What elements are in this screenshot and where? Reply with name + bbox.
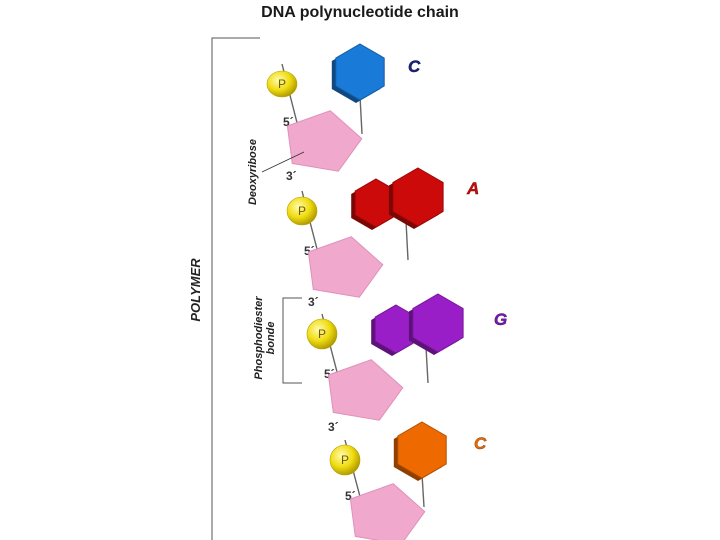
- phosphodiester-label-line2: bonde: [265, 322, 277, 355]
- base-letter: C: [474, 434, 487, 453]
- nucleotide-2: P 5´ 3´ A: [286, 167, 479, 309]
- deoxyribose-sugar: [349, 483, 426, 540]
- base-letter: C: [408, 57, 421, 76]
- prime-5-label: 5´: [283, 115, 294, 129]
- base-ring: [397, 421, 447, 479]
- base-letter: A: [466, 179, 479, 198]
- polynucleotide-chain: P 5´ 3´ C P 5´ 3´ A P 5´ 3´ G P 5´ C: [266, 43, 507, 540]
- phosphate-ball: [306, 318, 338, 350]
- deoxyribose-label: Deoxyribose: [247, 139, 259, 205]
- nucleotide-3: P 5´ 3´ G: [306, 293, 507, 434]
- prime-5-label: 5´: [345, 489, 356, 503]
- glycosidic-bond: [359, 95, 363, 135]
- prime-3-label: 3´: [308, 295, 319, 309]
- deoxyribose-sugar: [307, 236, 384, 298]
- deoxyribose-sugar: [327, 359, 404, 421]
- nucleotide-4: P 5´ C: [329, 421, 487, 540]
- diagram-title: DNA polynucleotide chain: [261, 4, 459, 21]
- base-letter: G: [494, 310, 507, 329]
- phosphodiester-bracket: [282, 297, 302, 384]
- phosphate-label: P: [318, 327, 326, 341]
- glycosidic-bond: [425, 346, 429, 384]
- polymer-bracket: [211, 37, 260, 540]
- phosphate-label: P: [341, 453, 349, 467]
- phosphate-ball: [286, 196, 318, 226]
- phosphate-ball: [266, 70, 298, 98]
- prime-3-label: 3´: [328, 420, 339, 434]
- polymer-label: POLYMER: [188, 258, 203, 322]
- prime-3-label: 3´: [286, 169, 297, 183]
- phosphate-label: P: [278, 77, 286, 91]
- glycosidic-bond: [405, 220, 409, 261]
- base-ring-large: [392, 167, 444, 227]
- base-ring-large: [412, 293, 464, 353]
- deoxyribose-sugar: [286, 110, 363, 172]
- phosphate-label: P: [298, 204, 306, 218]
- base-ring: [335, 43, 385, 101]
- nucleotide-1: P 5´ 3´ C: [266, 43, 421, 183]
- phosphodiester-label-line1: Phosphodiester: [253, 296, 265, 380]
- glycosidic-bond: [421, 473, 425, 508]
- deoxyribose-pointer: [261, 151, 305, 173]
- prime-5-label: 5´: [324, 367, 335, 381]
- prime-5-label: 5´: [304, 244, 315, 258]
- phosphate-ball: [329, 444, 361, 476]
